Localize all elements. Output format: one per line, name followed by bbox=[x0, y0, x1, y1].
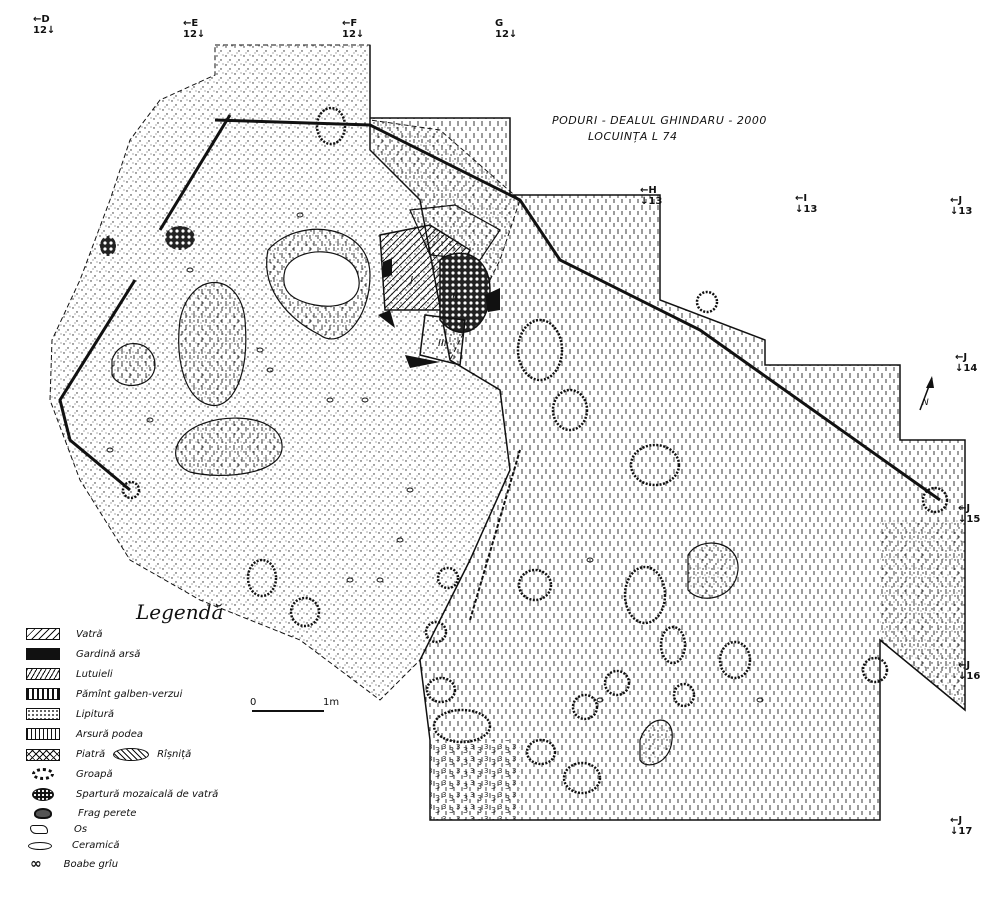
legend-item: Frag perete bbox=[26, 808, 136, 819]
legend-label: Frag perete bbox=[78, 808, 137, 819]
scale-end: 1m bbox=[323, 697, 340, 708]
legend-label: Lipitură bbox=[76, 708, 114, 720]
legend-label: Gardină arsă bbox=[76, 648, 141, 660]
legend-label: Spartură mozaicală de vatră bbox=[76, 789, 219, 800]
title-line-1: PODURI - DEALUL GHINDARU - 2000 bbox=[552, 114, 767, 127]
pits bbox=[121, 106, 949, 795]
grid-marker: ←J↓15 bbox=[958, 503, 981, 525]
legend-label: Boabe grîu bbox=[63, 858, 119, 870]
legend-item: Os bbox=[26, 824, 87, 835]
legend-label-extra: Rîșniță bbox=[157, 749, 192, 760]
hearth-III bbox=[419, 314, 466, 366]
crosshatch-swatch-icon bbox=[26, 748, 60, 761]
hearth-label-III: III bbox=[438, 338, 447, 349]
hearth-complex: I II III bbox=[378, 224, 500, 368]
legend-item: Ceramică bbox=[26, 840, 120, 851]
legend-label: Pămînt galben-verzui bbox=[76, 688, 183, 700]
legend-label: Ceramică bbox=[72, 840, 120, 851]
grid-marker: ←I↓13 bbox=[795, 193, 818, 215]
title-line-2: LOCUINȚA L 74 bbox=[588, 130, 678, 143]
grid-marker: ←J↓17 bbox=[950, 815, 973, 837]
grid-marker: ←H↓13 bbox=[640, 185, 663, 207]
legend-item: Spartură mozaicală de vatră bbox=[26, 788, 218, 801]
legend-label: Lutuieli bbox=[76, 668, 113, 680]
floor-area-southeast bbox=[880, 520, 965, 710]
wall-fragment-icon bbox=[34, 808, 52, 819]
legend-label: Arsură podea bbox=[76, 728, 144, 740]
pit-icon bbox=[32, 768, 54, 780]
wheat-seed-icon: ∞ bbox=[30, 856, 42, 872]
ticks-swatch-icon bbox=[26, 728, 60, 740]
hearth-fragment-icon bbox=[32, 788, 54, 801]
svg-text:N: N bbox=[922, 398, 929, 408]
scale-bar: 0 1m bbox=[250, 697, 339, 712]
scale-start: 0 bbox=[250, 697, 257, 708]
ceramic-fragments bbox=[106, 212, 764, 703]
ceramic-icon bbox=[28, 841, 52, 850]
legend-item: Lipitură bbox=[26, 708, 114, 720]
legend-item: Piatră Rîșniță bbox=[26, 748, 191, 761]
hearth-label-I: I bbox=[410, 274, 413, 287]
grid-marker: ←J↓14 bbox=[955, 352, 978, 374]
bars-swatch-icon bbox=[26, 688, 60, 700]
legend-item: Gardină arsă bbox=[26, 648, 140, 660]
stipple-swatch-icon bbox=[26, 708, 60, 720]
grid-marker: ←J↓13 bbox=[950, 195, 973, 217]
solid-swatch-icon bbox=[26, 648, 60, 660]
hearth-label-II: II bbox=[452, 292, 458, 303]
plan-title: PODURI - DEALUL GHINDARU - 2000 LOCUINȚA… bbox=[552, 113, 767, 145]
legend-label: Os bbox=[74, 824, 88, 835]
legend-label: Piatră bbox=[76, 749, 106, 760]
wavy-swatch-icon bbox=[26, 668, 60, 680]
north-arrow: N bbox=[919, 376, 934, 411]
legend-label: Groapă bbox=[76, 768, 113, 780]
quern-icon bbox=[113, 748, 150, 761]
stipple-patches bbox=[283, 251, 739, 766]
legend-item: Lutuieli bbox=[26, 668, 113, 680]
legend-item: Arsură podea bbox=[26, 728, 143, 740]
legend-item: Pămînt galben-verzui bbox=[26, 688, 182, 700]
bone-icon bbox=[30, 825, 48, 834]
legend-title: Legendă bbox=[136, 600, 224, 624]
grid-marker: ←J↓16 bbox=[958, 660, 981, 682]
legend-item: Vatră bbox=[26, 628, 103, 640]
fill-area-south bbox=[430, 740, 520, 820]
hatch-swatch-icon bbox=[26, 628, 60, 640]
floor-area-west bbox=[49, 44, 521, 701]
legend-label: Vatră bbox=[76, 628, 103, 640]
legend-item: Groapă bbox=[26, 768, 113, 780]
hearth-fragment-cluster bbox=[165, 226, 195, 250]
legend-item: ∞ Boabe grîu bbox=[26, 856, 118, 872]
